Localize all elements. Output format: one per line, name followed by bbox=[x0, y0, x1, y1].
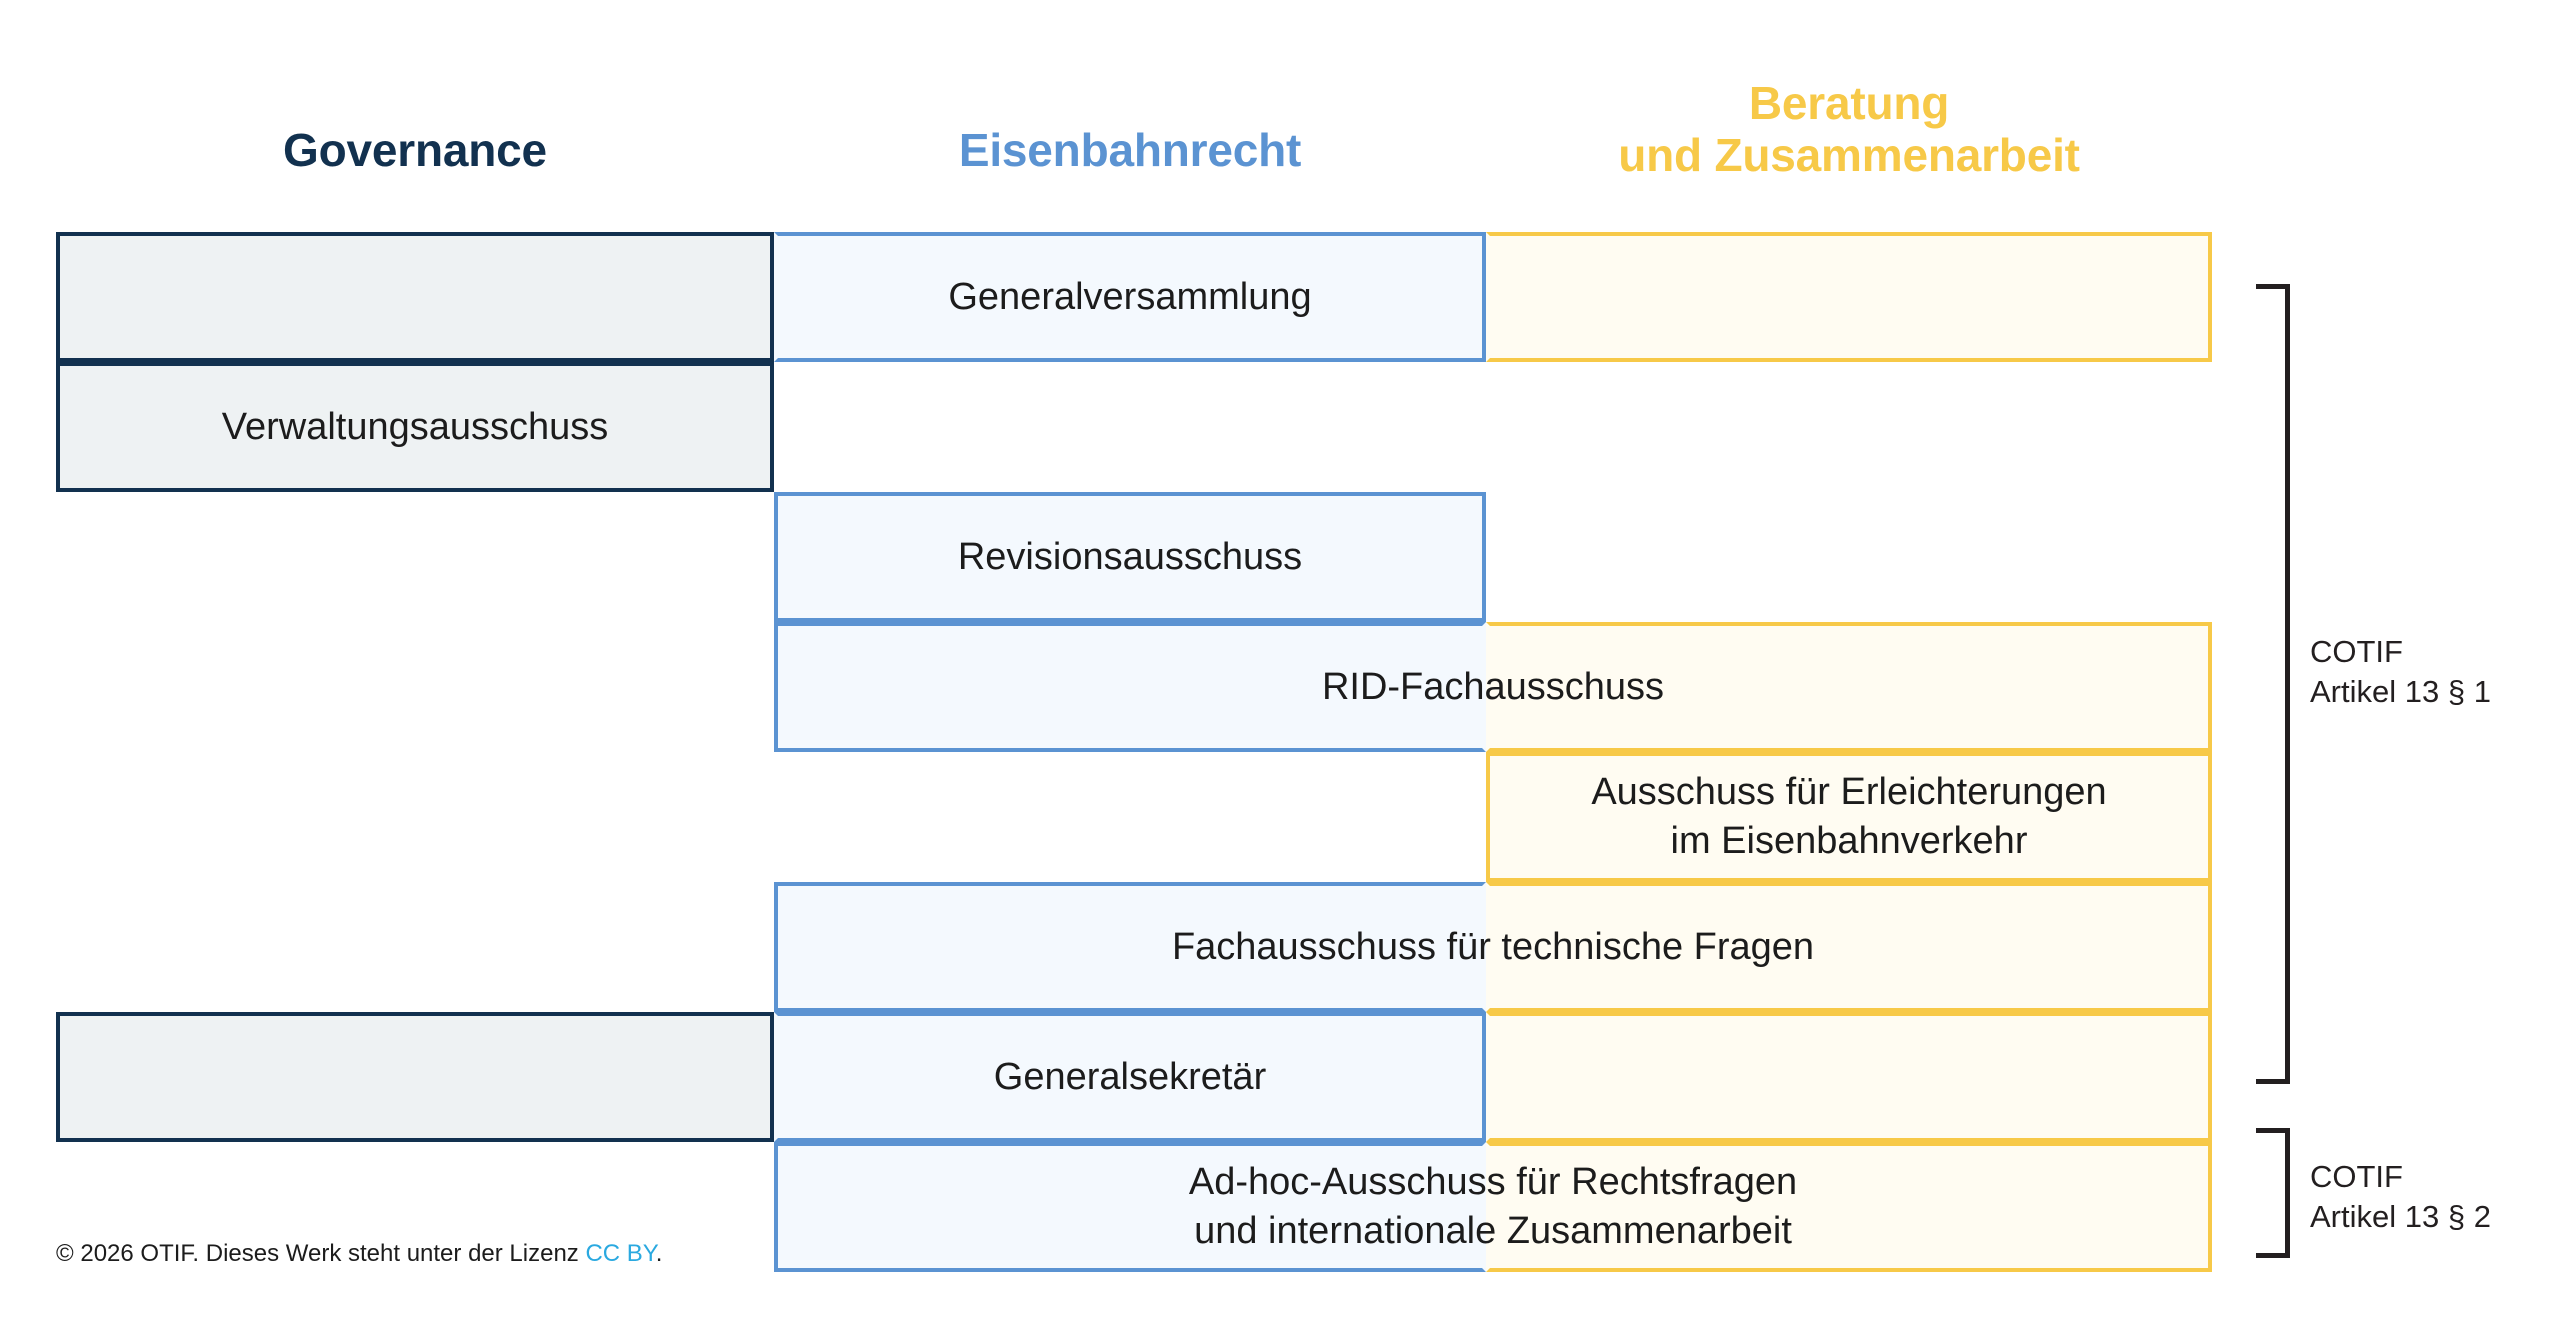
cell-revisionsausschuss-eisenbahnrecht bbox=[774, 492, 1486, 622]
column-heading-eisenbahnrecht: Eisenbahnrecht bbox=[958, 124, 1302, 176]
bracket-cotif-13-2 bbox=[2256, 1128, 2290, 1258]
cell-ad-hoc-ausschuss-beratung bbox=[1486, 1142, 2212, 1272]
bracket-label-cotif-13-1: COTIF Artikel 13 § 1 bbox=[2310, 634, 2491, 710]
cell-generalversammlung-beratung bbox=[1486, 232, 2212, 362]
cell-generalsekretaer-governance bbox=[56, 1012, 774, 1142]
column-heading-governance: Governance bbox=[283, 124, 547, 176]
copyright-suffix: . bbox=[655, 1240, 663, 1267]
cell-fachausschuss-technische-fragen-eisenbahnrecht bbox=[774, 882, 1486, 1012]
cell-ausschuss-erleichterungen-beratung bbox=[1486, 752, 2212, 882]
cell-generalsekretaer-beratung bbox=[1486, 1012, 2212, 1142]
cc-by-link[interactable]: CC BY bbox=[585, 1240, 656, 1267]
bracket-cotif-13-1 bbox=[2256, 284, 2290, 1084]
copyright-notice: © 2026 OTIF. Dieses Werk steht unter der… bbox=[56, 1240, 662, 1268]
cell-fachausschuss-technische-fragen-beratung bbox=[1486, 882, 2212, 1012]
cell-generalsekretaer-eisenbahnrecht bbox=[774, 1012, 1486, 1142]
cell-ad-hoc-ausschuss-eisenbahnrecht bbox=[774, 1142, 1486, 1272]
cell-generalversammlung-eisenbahnrecht bbox=[774, 232, 1486, 362]
cell-verwaltungsausschuss-governance bbox=[56, 362, 774, 492]
cell-generalversammlung-governance bbox=[56, 232, 774, 362]
cell-rid-fachausschuss-eisenbahnrecht bbox=[774, 622, 1486, 752]
column-heading-beratung: Beratung und Zusammenarbeit bbox=[1618, 77, 2080, 181]
bracket-label-cotif-13-2: COTIF Artikel 13 § 2 bbox=[2310, 1159, 2491, 1235]
copyright-text: © 2026 OTIF. Dieses Werk steht unter der… bbox=[56, 1240, 586, 1267]
cell-rid-fachausschuss-beratung bbox=[1486, 622, 2212, 752]
